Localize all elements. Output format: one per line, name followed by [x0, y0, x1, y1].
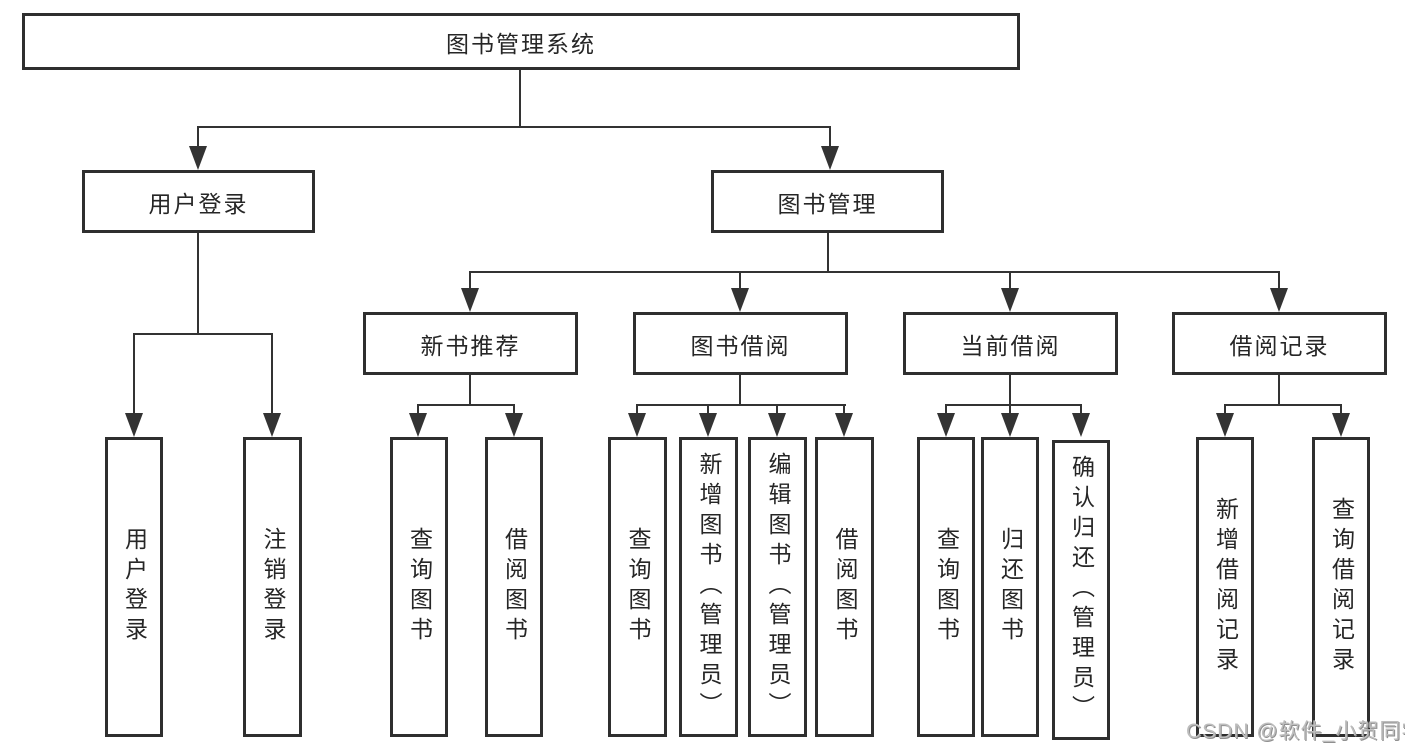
connector-root-rail: [197, 126, 831, 128]
leaf-borrow-borrow-book-label: 借阅图书: [832, 527, 858, 647]
connector-drop-new-book: [469, 271, 471, 291]
leaf-borrow-borrow-book: 借阅图书: [815, 437, 874, 737]
connector-drop-current-borrow: [1009, 271, 1011, 291]
leaf-record-query-record-label: 查询借阅记录: [1328, 497, 1355, 677]
arrowhead-new-book: [461, 288, 479, 312]
node-user-login-label: 用户登录: [148, 190, 249, 217]
arrowhead-logout-leaf: [263, 413, 281, 437]
leaf-logout: 注销登录: [243, 437, 302, 737]
arrowhead-book-management: [821, 146, 839, 170]
connector-drop-user-login: [197, 126, 199, 148]
arrowhead-nb-borrow: [505, 413, 523, 437]
leaf-record-query-record: 查询借阅记录: [1312, 437, 1370, 737]
node-book-borrow-label: 图书借阅: [690, 332, 791, 359]
arrowhead-cb-confirm: [1072, 413, 1090, 437]
csdn-watermark: CSDN @软件_小贺同学: [1186, 720, 1405, 743]
node-user-login: 用户登录: [82, 170, 315, 233]
connector-drop-bb-add: [707, 404, 709, 415]
leaf-user-login: 用户登录: [105, 437, 163, 737]
connector-user-login-rail: [133, 333, 273, 335]
leaf-borrow-add-book-admin: 新增图书（管理员）: [679, 437, 738, 737]
connector-new-book-rail: [417, 404, 515, 406]
connector-drop-bb-edit: [776, 404, 778, 415]
leaf-user-login-label: 用户登录: [121, 527, 148, 647]
connector-book-mgmt-rail: [469, 271, 1280, 273]
leaf-logout-label: 注销登录: [260, 527, 286, 647]
connector-drop-login-leaf: [133, 333, 135, 415]
connector-book-borrow-rail: [636, 404, 846, 406]
leaf-record-add-record-label: 新增借阅记录: [1212, 497, 1239, 677]
leaf-borrow-query-book-label: 查询图书: [625, 527, 651, 647]
leaf-current-confirm-return-admin-label: 确认归还（管理员）: [1068, 455, 1095, 725]
arrowhead-bb-borrow: [835, 413, 853, 437]
arrowhead-current-borrow: [1001, 288, 1019, 312]
connector-drop-cb-confirm: [1080, 404, 1082, 415]
arrowhead-cb-return: [1001, 413, 1019, 437]
connector-root-stem: [519, 70, 521, 127]
leaf-record-add-record: 新增借阅记录: [1196, 437, 1254, 737]
connector-drop-br-add: [1224, 404, 1226, 415]
connector-book-borrow-stem: [739, 375, 741, 406]
node-root-system: 图书管理系统: [22, 13, 1020, 70]
connector-drop-cb-query: [945, 404, 947, 415]
leaf-newbook-query-book: 查询图书: [390, 437, 448, 737]
connector-new-book-stem: [469, 375, 471, 406]
arrowhead-login-leaf: [125, 413, 143, 437]
node-book-management: 图书管理: [711, 170, 944, 233]
connector-drop-nb-query: [417, 404, 419, 415]
leaf-newbook-query-book-label: 查询图书: [406, 527, 433, 647]
node-new-book-recommend-label: 新书推荐: [420, 332, 521, 359]
leaf-current-confirm-return-admin: 确认归还（管理员）: [1052, 440, 1110, 740]
connector-drop-bb-borrow: [843, 404, 845, 415]
connector-drop-borrow-record: [1278, 271, 1280, 291]
leaf-borrow-edit-book-admin-label: 编辑图书（管理员）: [765, 452, 791, 722]
connector-user-login-stem: [197, 233, 199, 334]
arrowhead-br-add: [1216, 413, 1234, 437]
connector-book-mgmt-stem: [827, 233, 829, 273]
leaf-current-return-book: 归还图书: [981, 437, 1039, 737]
connector-current-borrow-stem: [1009, 375, 1011, 406]
connector-drop-cb-return: [1009, 404, 1011, 415]
node-book-borrow: 图书借阅: [633, 312, 848, 375]
leaf-current-query-book: 查询图书: [917, 437, 975, 737]
node-new-book-recommend: 新书推荐: [363, 312, 578, 375]
connector-drop-logout-leaf: [271, 333, 273, 415]
connector-drop-nb-borrow: [513, 404, 515, 415]
connector-drop-book-borrow: [739, 271, 741, 291]
leaf-current-return-book-label: 归还图书: [997, 527, 1024, 647]
arrowhead-bb-add: [699, 413, 717, 437]
leaf-borrow-query-book: 查询图书: [608, 437, 667, 737]
connector-borrow-record-rail: [1224, 404, 1342, 406]
leaf-newbook-borrow-book-label: 借阅图书: [501, 527, 528, 647]
node-current-borrow: 当前借阅: [903, 312, 1118, 375]
leaf-borrow-edit-book-admin: 编辑图书（管理员）: [748, 437, 807, 737]
connector-current-borrow-rail: [945, 404, 1082, 406]
connector-drop-br-query: [1340, 404, 1342, 415]
arrowhead-nb-query: [409, 413, 427, 437]
arrowhead-br-query: [1332, 413, 1350, 437]
arrowhead-cb-query: [937, 413, 955, 437]
leaf-newbook-borrow-book: 借阅图书: [485, 437, 543, 737]
arrowhead-book-borrow: [731, 288, 749, 312]
connector-drop-book-management: [829, 126, 831, 148]
node-current-borrow-label: 当前借阅: [960, 332, 1061, 359]
connector-borrow-record-stem: [1278, 375, 1280, 406]
arrowhead-bb-query: [628, 413, 646, 437]
node-root-system-label: 图书管理系统: [446, 30, 596, 57]
node-borrow-record-label: 借阅记录: [1229, 332, 1330, 359]
node-borrow-record: 借阅记录: [1172, 312, 1387, 375]
node-book-management-label: 图书管理: [777, 190, 878, 217]
leaf-current-query-book-label: 查询图书: [933, 527, 960, 647]
arrowhead-borrow-record: [1270, 288, 1288, 312]
connector-drop-bb-query: [636, 404, 638, 415]
arrowhead-user-login: [189, 146, 207, 170]
arrowhead-bb-edit: [768, 413, 786, 437]
leaf-borrow-add-book-admin-label: 新增图书（管理员）: [696, 452, 722, 722]
